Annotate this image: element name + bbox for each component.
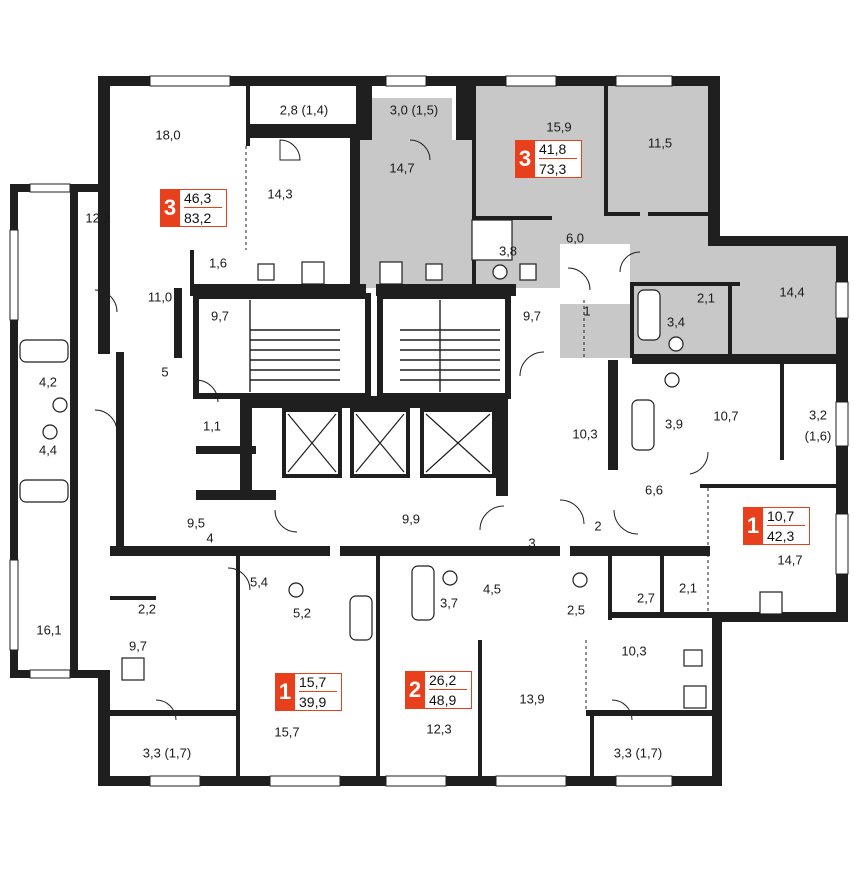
room-label: 12,3 <box>426 721 452 737</box>
windows <box>9 75 849 787</box>
stairwells <box>193 293 511 399</box>
room-label: 9,9 <box>401 511 421 527</box>
room-label: (1,6) <box>804 428 832 444</box>
room-label: 3,9 <box>664 416 684 432</box>
room-label: 11,5 <box>647 135 673 151</box>
room-label: 18,0 <box>155 127 181 143</box>
room-label: 13,9 <box>519 691 545 707</box>
room-label: 10,7 <box>713 408 739 424</box>
room-label: 9,7 <box>210 308 230 324</box>
living-area: 26,2 <box>429 673 467 691</box>
room-label: 1 <box>583 303 591 319</box>
room-label: 14,3 <box>267 186 293 202</box>
room-label: 3,7 <box>439 595 459 611</box>
elevator-shafts <box>282 408 496 478</box>
room-label: 2,5 <box>566 602 586 618</box>
room-label: 16,1 <box>36 622 62 638</box>
room-label: 9,5 <box>186 515 206 531</box>
fixtures <box>19 219 783 709</box>
room-label: 5,2 <box>292 605 312 621</box>
room-label: 3,8 <box>498 243 518 259</box>
total-area: 39,9 <box>299 693 327 710</box>
room-label: 11,0 <box>147 289 173 305</box>
apartment-rooms: 1 <box>275 673 295 711</box>
interior-walls <box>98 86 836 776</box>
room-label: 6,0 <box>565 230 585 246</box>
apartment-rooms: 3 <box>515 140 535 178</box>
room-label: 3,4 <box>666 314 686 330</box>
apartment-rooms: 1 <box>743 507 763 545</box>
room-label: 12,2 <box>85 210 111 226</box>
total-area: 83,2 <box>184 209 212 226</box>
living-area: 46,3 <box>184 191 222 209</box>
room-label: 10,3 <box>621 643 647 659</box>
zone-dividers <box>245 146 709 710</box>
room-label: 5 <box>161 364 169 380</box>
elevator-cross <box>287 413 491 473</box>
total-area: 42,3 <box>767 527 795 544</box>
room-label: 9,7 <box>128 638 148 654</box>
room-label: 15,7 <box>274 724 300 740</box>
room-label: 4,2 <box>38 374 58 390</box>
room-label: 3,3 (1,7) <box>142 745 192 761</box>
room-label: 4 <box>206 530 214 546</box>
room-label: 1,6 <box>208 255 228 271</box>
room-label: 3 <box>528 535 536 551</box>
apartment-rooms: 2 <box>405 671 425 709</box>
room-label: 9,7 <box>522 308 542 324</box>
room-label: 10,3 <box>572 426 598 442</box>
room-label: 15,9 <box>546 119 572 135</box>
living-area: 15,7 <box>299 675 337 693</box>
highlighted-apartment-fill <box>360 84 836 358</box>
living-area: 41,8 <box>539 142 577 160</box>
room-label: 4,4 <box>38 442 58 458</box>
total-area: 48,9 <box>429 691 457 708</box>
room-label: 3,0 (1,5) <box>389 102 439 118</box>
room-label: 14,7 <box>777 552 803 568</box>
room-label: 2,7 <box>636 590 656 606</box>
room-label: 14,4 <box>779 284 805 300</box>
apartment-rooms: 3 <box>160 189 180 227</box>
room-label: 14,7 <box>389 160 415 176</box>
room-label: 2,2 <box>137 601 157 617</box>
room-label: 5,4 <box>249 574 269 590</box>
total-area: 73,3 <box>539 160 567 177</box>
room-label: 2,1 <box>678 580 698 596</box>
door-swings <box>94 139 709 721</box>
living-area: 10,7 <box>767 509 805 527</box>
room-label: 3,3 (1,7) <box>613 745 663 761</box>
room-label: 1,1 <box>202 418 222 434</box>
room-label: 2 <box>594 518 602 534</box>
room-label: 2,1 <box>696 290 716 306</box>
room-label: 6,6 <box>644 482 664 498</box>
room-label: 4,5 <box>482 581 502 597</box>
room-label: 2,8 (1,4) <box>279 102 329 118</box>
room-label: 3,2 <box>808 407 828 423</box>
